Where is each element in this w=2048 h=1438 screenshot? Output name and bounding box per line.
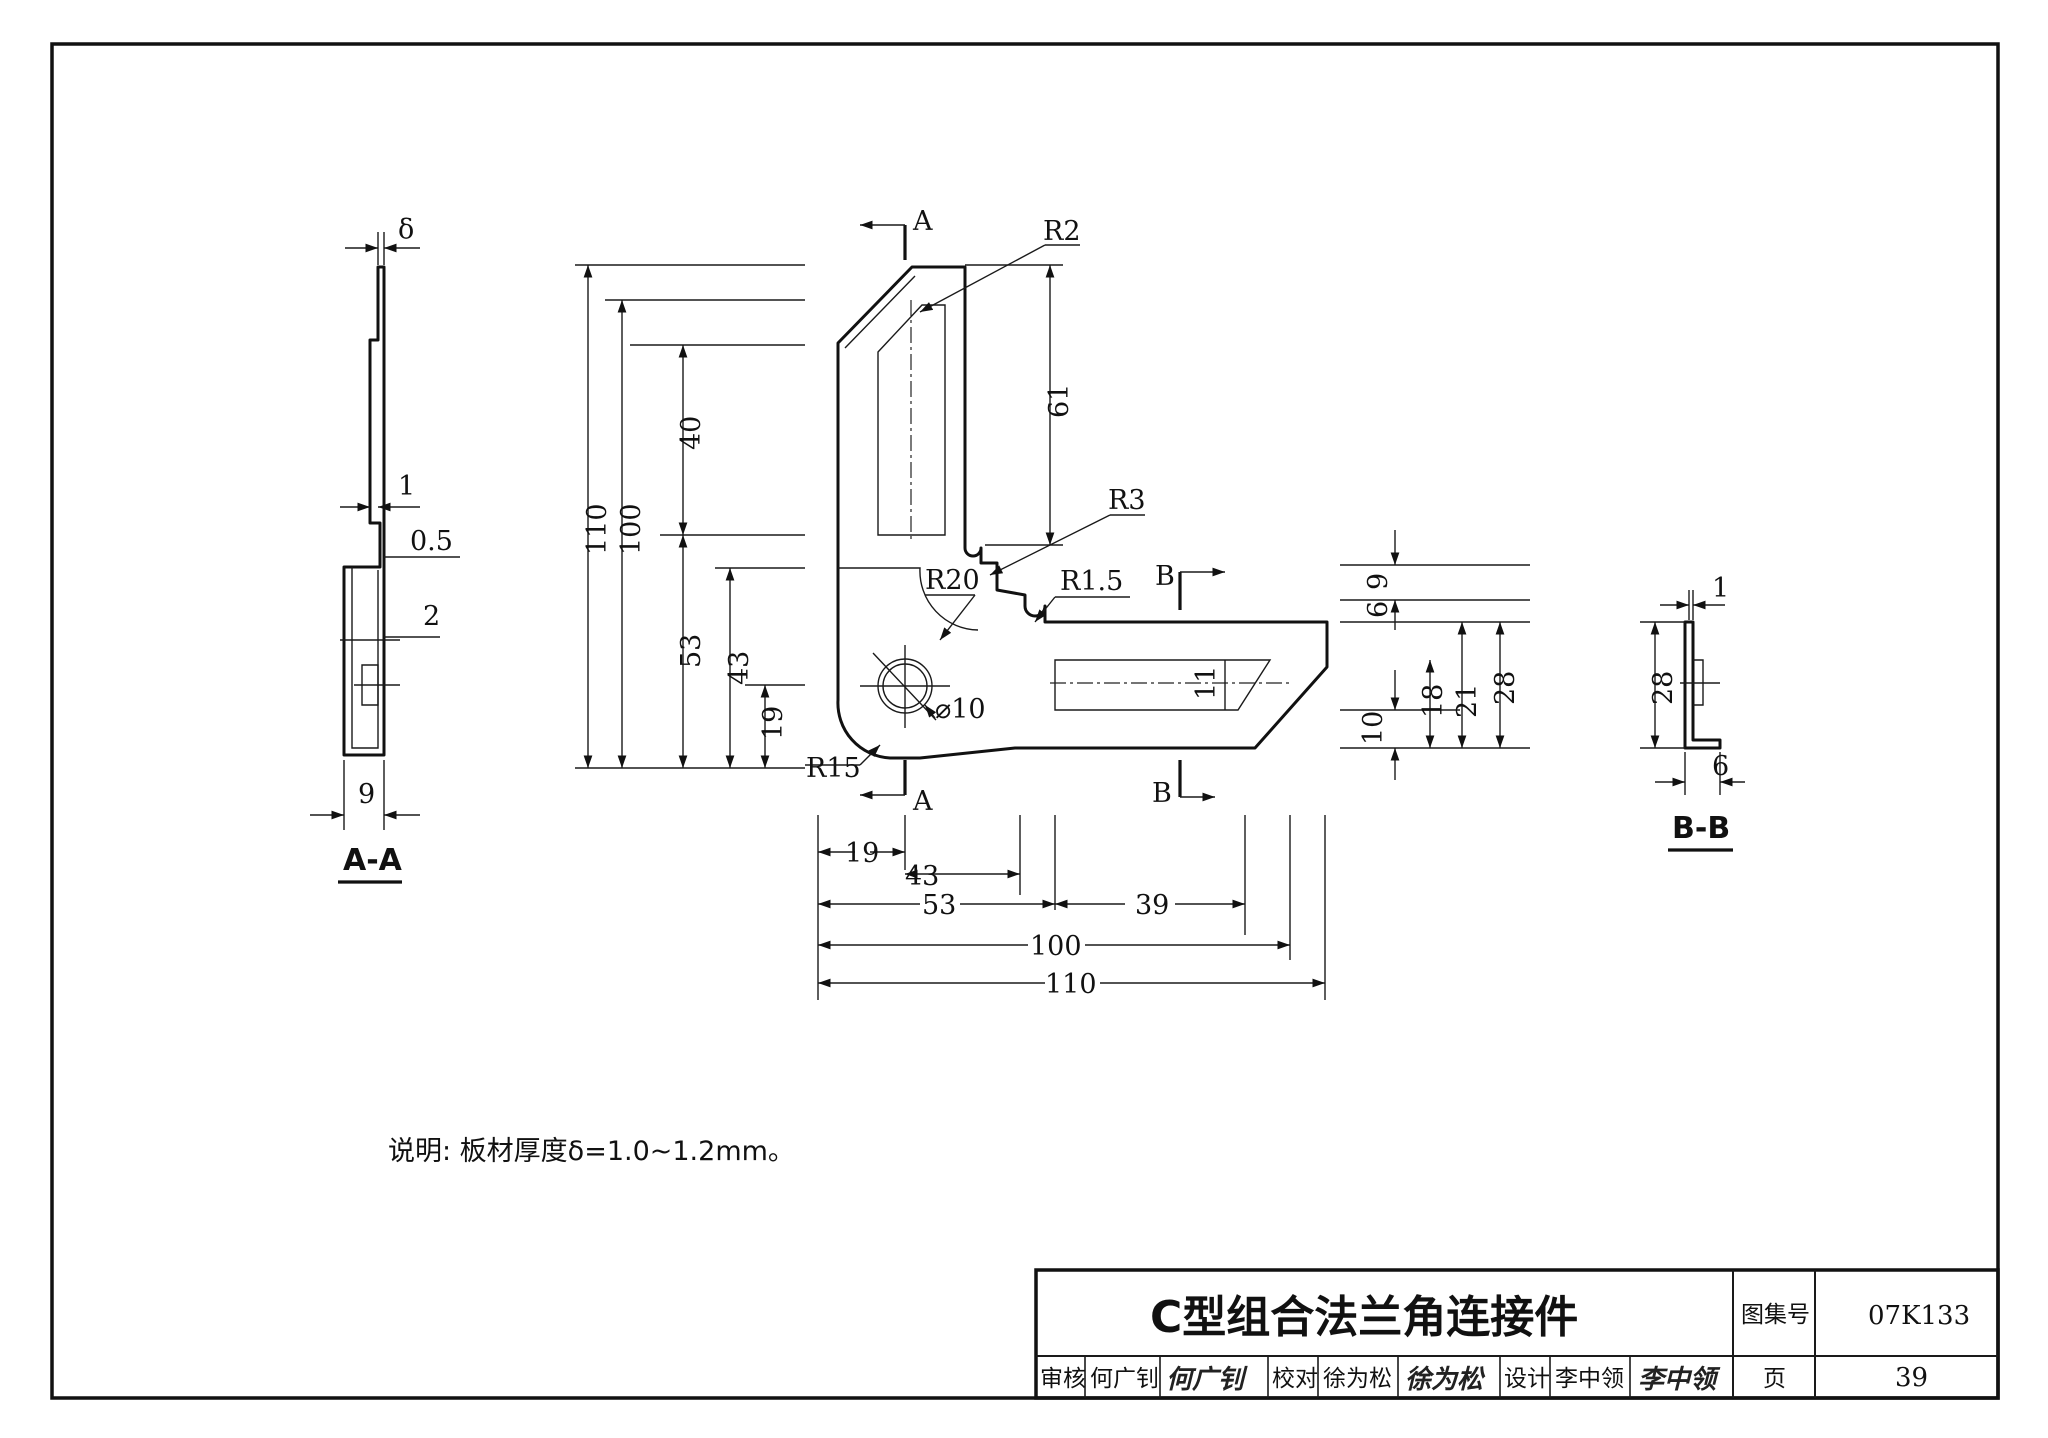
section-a-top: A — [912, 206, 933, 237]
aa-delta-label: δ — [398, 214, 414, 245]
section-aa-view: δ 1 0.5 2 9 A-A — [310, 214, 460, 884]
inner-dim-11: 11 — [1191, 666, 1222, 700]
right-dim-6: 6 — [1363, 601, 1394, 618]
aa-dim-9: 9 — [358, 779, 375, 810]
review-label: 审核 — [1040, 1366, 1086, 1392]
drawing-frame — [50, 42, 2000, 1400]
left-dim-43: 43 — [724, 651, 755, 685]
checker-name: 徐为松 — [1323, 1366, 1392, 1392]
radius-r2: R2 — [1043, 216, 1081, 247]
section-b-bottom: B — [1152, 778, 1172, 809]
bb-dim-6: 6 — [1712, 751, 1729, 782]
bottom-dim-43: 43 — [905, 861, 939, 892]
reviewer-name: 何广钊 — [1090, 1366, 1159, 1392]
inner-dim-61: 61 — [1044, 384, 1075, 418]
page-label: 页 — [1763, 1366, 1786, 1392]
design-label: 设计 — [1504, 1366, 1550, 1392]
check-label: 校对 — [1272, 1366, 1318, 1392]
lower-slot — [1054, 659, 1272, 711]
right-dim-28: 28 — [1490, 671, 1521, 705]
title-block: C型组合法兰角连接件 图集号 07K133 页 39 审核 何广钊 何广钊 校对… — [1034, 1268, 2000, 1400]
bottom-dim-19: 19 — [845, 838, 879, 869]
view-aa-title: A-A — [343, 843, 403, 878]
bb-dim-28: 28 — [1648, 671, 1679, 705]
aa-dim-05: 0.5 — [410, 526, 453, 557]
left-dim-110: 110 — [582, 503, 613, 555]
left-dim-19: 19 — [758, 706, 789, 740]
designer-signature: 李中领 — [1638, 1365, 1721, 1395]
radius-r3: R3 — [1108, 485, 1146, 516]
bottom-dim-53: 53 — [922, 890, 956, 921]
right-dim-10: 10 — [1358, 711, 1389, 745]
atlas-label: 图集号 — [1741, 1302, 1810, 1328]
drawing-title: C型组合法兰角连接件 — [1150, 1292, 1578, 1343]
left-dim-53: 53 — [676, 634, 707, 668]
bottom-dim-110: 110 — [1045, 969, 1097, 1000]
right-dim-9: 9 — [1363, 573, 1394, 590]
section-aa-profile — [342, 265, 386, 757]
right-dim-18: 18 — [1418, 684, 1449, 718]
bottom-dim-100: 100 — [1030, 931, 1082, 962]
aa-dim-1: 1 — [398, 471, 415, 502]
section-bb-view: 1 28 6 B-B — [1640, 573, 1745, 852]
thickness-note: 说明: 板材厚度δ=1.0~1.2mm。 — [388, 1136, 795, 1167]
aa-dim-2: 2 — [423, 601, 440, 632]
view-bb-title: B-B — [1672, 811, 1730, 846]
upper-slot — [877, 304, 946, 536]
section-b-top: B — [1155, 561, 1175, 592]
diameter-phi10: ⌀10 — [935, 694, 986, 725]
page-number: 39 — [1895, 1363, 1928, 1393]
bb-dim-1: 1 — [1712, 573, 1729, 604]
section-a-bottom: A — [912, 786, 933, 817]
radius-r20: R20 — [925, 565, 980, 596]
left-dim-40: 40 — [676, 416, 707, 450]
bottom-dim-39: 39 — [1135, 890, 1169, 921]
designer-name: 李中领 — [1555, 1366, 1624, 1392]
radius-r1-5: R1.5 — [1060, 566, 1123, 597]
atlas-number: 07K133 — [1868, 1301, 1970, 1331]
left-dim-100: 100 — [616, 503, 647, 555]
reviewer-signature: 何广钊 — [1166, 1365, 1248, 1395]
radius-r15: R15 — [806, 753, 861, 784]
right-dim-21: 21 — [1452, 684, 1483, 718]
main-part-view: A A B B R2 R3 R1.5 R20 R15 ⌀10 61 — [575, 206, 1530, 1000]
checker-signature: 徐为松 — [1405, 1365, 1486, 1395]
